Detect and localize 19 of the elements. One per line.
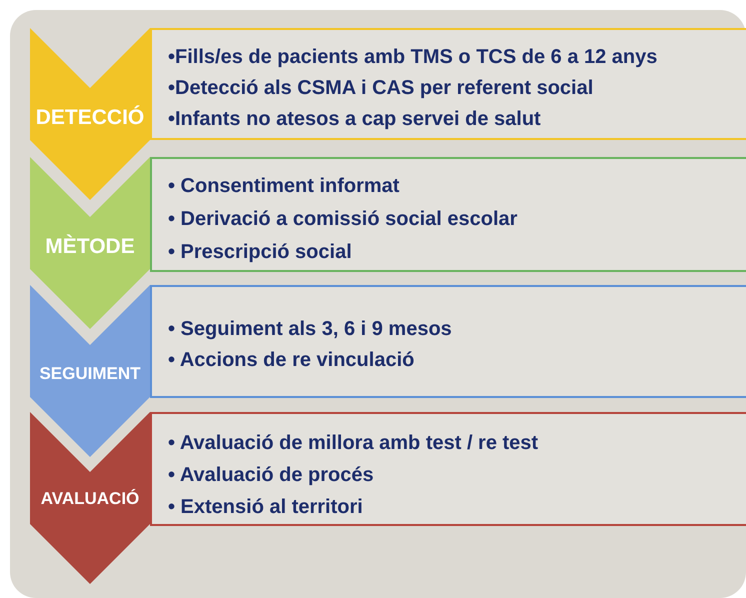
step-title: MÈTODE [44, 236, 136, 257]
content-box [150, 157, 746, 272]
step-title: SEGUIMENT [38, 365, 142, 382]
content-box [150, 285, 746, 398]
bullet-item: • Prescripció social [168, 240, 353, 265]
bullet-item: • Consentiment informat [168, 174, 400, 199]
content-box [150, 28, 746, 140]
step-title: AVALUACIÓ [40, 490, 140, 507]
content-box [150, 412, 746, 526]
bullet-item: • Avaluació de millora amb test / re test [168, 431, 540, 456]
bullet-item: •Detecció als CSMA i CAS per referent social [168, 76, 594, 101]
bullet-item: • Seguiment als 3, 6 i 9 mesos [168, 317, 453, 342]
bullet-item: •Fills/es de pacients amb TMS o TCS de 6 a 12 anys [168, 45, 658, 70]
step-title: DETECCIÓ [34, 107, 146, 128]
bullet-item: •Infants no atesos a cap servei de salut [168, 107, 542, 132]
bullet-item: • Extensió al territori [168, 495, 364, 520]
bullet-item: • Derivació a comissió social escolar [168, 207, 518, 232]
bullet-item: • Avaluació de procés [168, 463, 375, 488]
bullet-item: • Accions de re vinculació [168, 348, 416, 373]
